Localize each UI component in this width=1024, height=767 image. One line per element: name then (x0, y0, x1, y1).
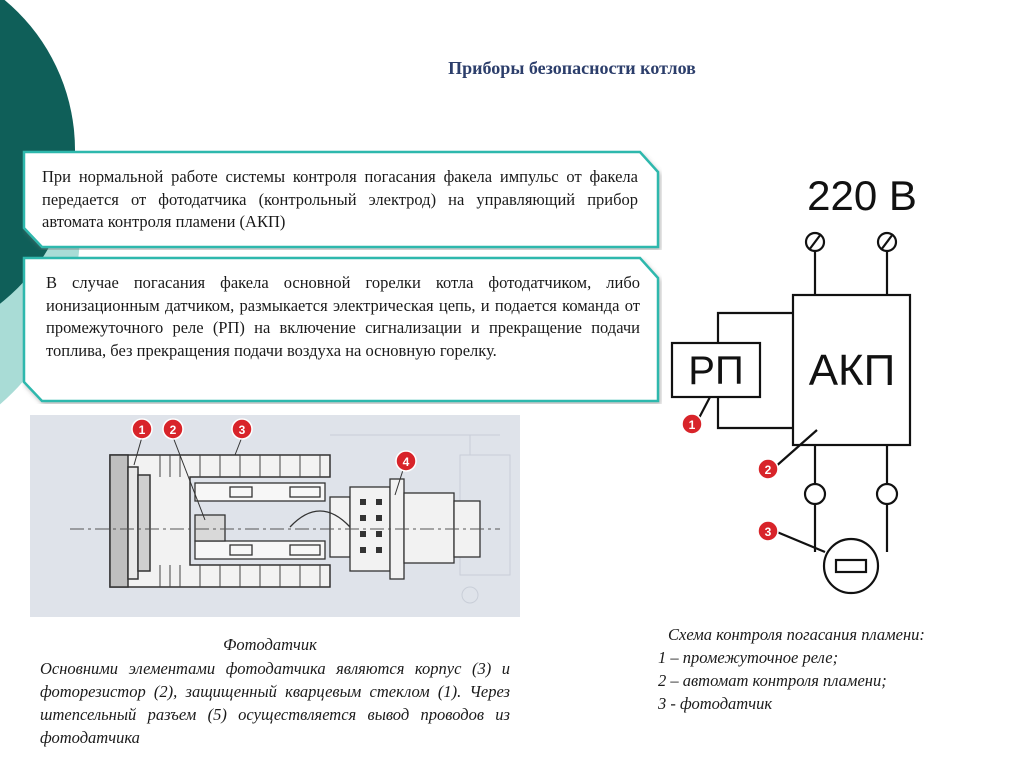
svg-text:1: 1 (689, 418, 696, 432)
svg-text:3: 3 (239, 423, 246, 437)
marker-1: 1 (131, 418, 153, 440)
scheme-marker-3: 3 (757, 520, 779, 542)
scheme-caption: Схема контроля погасания пламени: 1 – пр… (658, 623, 998, 715)
svg-text:3: 3 (765, 525, 772, 539)
svg-text:2: 2 (170, 423, 177, 437)
marker-2: 2 (162, 418, 184, 440)
photosensor-drawing: 1 2 3 4 (30, 415, 520, 617)
callout-flame-failure: В случае погасания факела основной горел… (22, 256, 662, 404)
marker-3: 3 (231, 418, 253, 440)
scheme-marker-1: 1 (681, 413, 703, 435)
photosensor-caption-title: Фотодатчик (223, 635, 317, 654)
scheme-caption-item: 3 - фотодатчик (658, 694, 773, 713)
callout-text: При нормальной работе системы контроля п… (42, 167, 638, 231)
page-title: Приборы безопасности котлов (448, 58, 696, 78)
svg-text:1: 1 (139, 423, 146, 437)
relay-label: РП (688, 349, 743, 393)
svg-text:4: 4 (403, 455, 410, 469)
scheme-marker-2: 2 (757, 458, 779, 480)
scheme-caption-item: 2 – автомат контроля пламени; (658, 671, 887, 690)
scheme-caption-title: Схема контроля погасания пламени: (668, 625, 925, 644)
callout-text: В случае погасания факела основной горел… (46, 273, 640, 360)
callout-normal-operation: При нормальной работе системы контроля п… (22, 150, 662, 250)
flame-control-scheme: 220 В (662, 160, 962, 610)
voltage-label: 220 В (807, 172, 917, 219)
svg-text:2: 2 (765, 463, 772, 477)
scheme-caption-item: 1 – промежуточное реле; (658, 648, 839, 667)
photosensor-caption-body: Основними элементами фотодатчика являютс… (40, 659, 510, 747)
controller-label: АКП (809, 346, 896, 395)
marker-4: 4 (395, 450, 417, 472)
